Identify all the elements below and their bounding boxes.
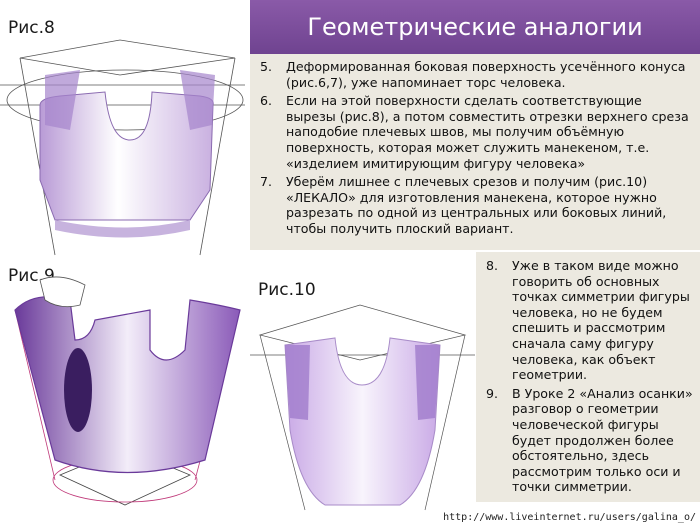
fig10-illustration <box>250 304 475 511</box>
fig8-illustration <box>0 39 245 256</box>
page-title: Геометрические аналогии <box>250 0 700 54</box>
fig10-label: Рис.10 <box>258 280 316 300</box>
watermark: http://www.liveinternet.ru/users/galina_… <box>443 512 696 523</box>
numbered-list-top: 5.Деформированная боковая поверхность ус… <box>260 59 694 237</box>
list-item: 8.Уже в таком виде можно говорить об осн… <box>486 258 690 383</box>
fig9-illustration <box>14 276 241 506</box>
list-item: 6.Если на этой поверхности сделать соотв… <box>260 93 689 171</box>
list-item: 5.Деформированная боковая поверхность ус… <box>260 59 686 90</box>
numbered-list-bottom: 8.Уже в таком виде можно говорить об осн… <box>480 258 696 495</box>
list-item: 9.В Уроке 2 «Анализ осанки» разговор о г… <box>486 385 693 495</box>
text-panel-bottom: 8.Уже в таком виде можно говорить об осн… <box>476 252 700 502</box>
text-panel-top: 5.Деформированная боковая поверхность ус… <box>250 54 700 250</box>
fig8-label: Рис.8 <box>8 18 55 38</box>
list-item: 7.Уберём лишнее с плечевых срезов и полу… <box>260 174 667 236</box>
